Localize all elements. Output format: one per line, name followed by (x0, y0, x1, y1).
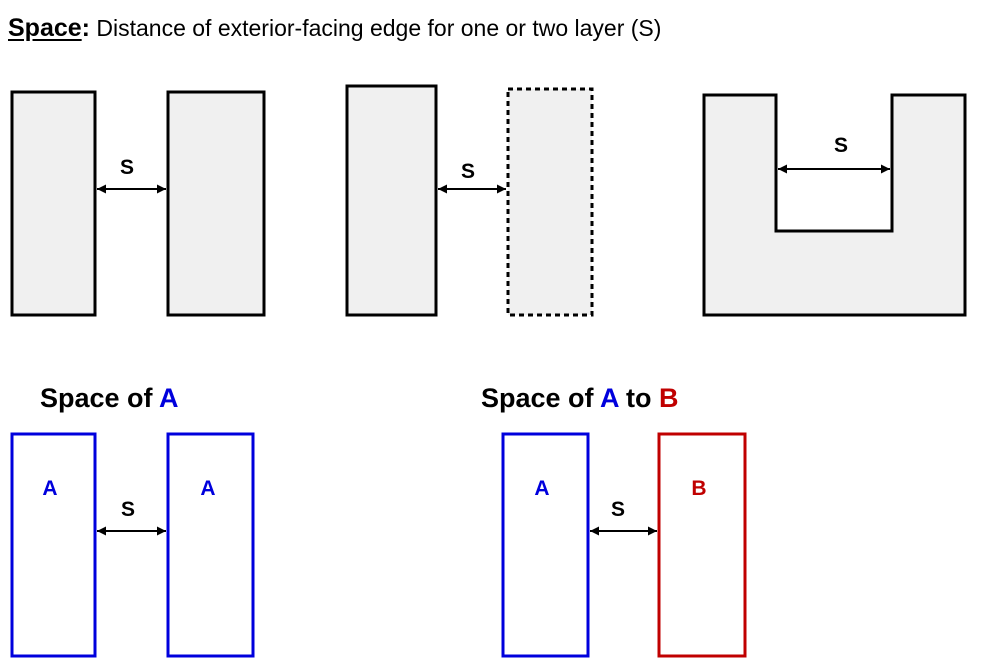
layer-a-label: A (42, 477, 57, 500)
left-shape (10, 90, 97, 317)
space-label: S (121, 498, 135, 521)
example-space-of-a: Space of A A A S (10, 383, 255, 658)
space-label: S (461, 160, 475, 183)
dashed-shape (506, 87, 594, 317)
layer-a-label: A (534, 477, 549, 500)
layer-b-label: B (691, 477, 706, 500)
layer-a-label: A (200, 477, 215, 500)
heading-description: Distance of exterior-facing edge for one… (96, 15, 662, 41)
u-shape (702, 93, 967, 317)
solid-shape (345, 84, 438, 317)
space-label: S (834, 134, 848, 157)
layer-b-shape (657, 432, 747, 658)
space-label: S (611, 498, 625, 521)
example-space-of-a-to-b: Space of A to B A B S (481, 383, 747, 658)
section-title: Space of A (40, 383, 179, 413)
example-separate-shapes: S (10, 90, 266, 317)
right-shape (166, 90, 266, 317)
layer-a-shape (166, 432, 255, 658)
layer-a-shape (501, 432, 590, 658)
section-title: Space of A to B (481, 383, 679, 413)
heading: Space: Distance of exterior-facing edge … (8, 14, 661, 43)
heading-term: Space: (8, 14, 90, 42)
example-u-shape: S (702, 93, 967, 317)
example-dashed-neighbor: S (345, 84, 594, 317)
space-label: S (120, 156, 134, 179)
layer-a-shape (10, 432, 97, 658)
